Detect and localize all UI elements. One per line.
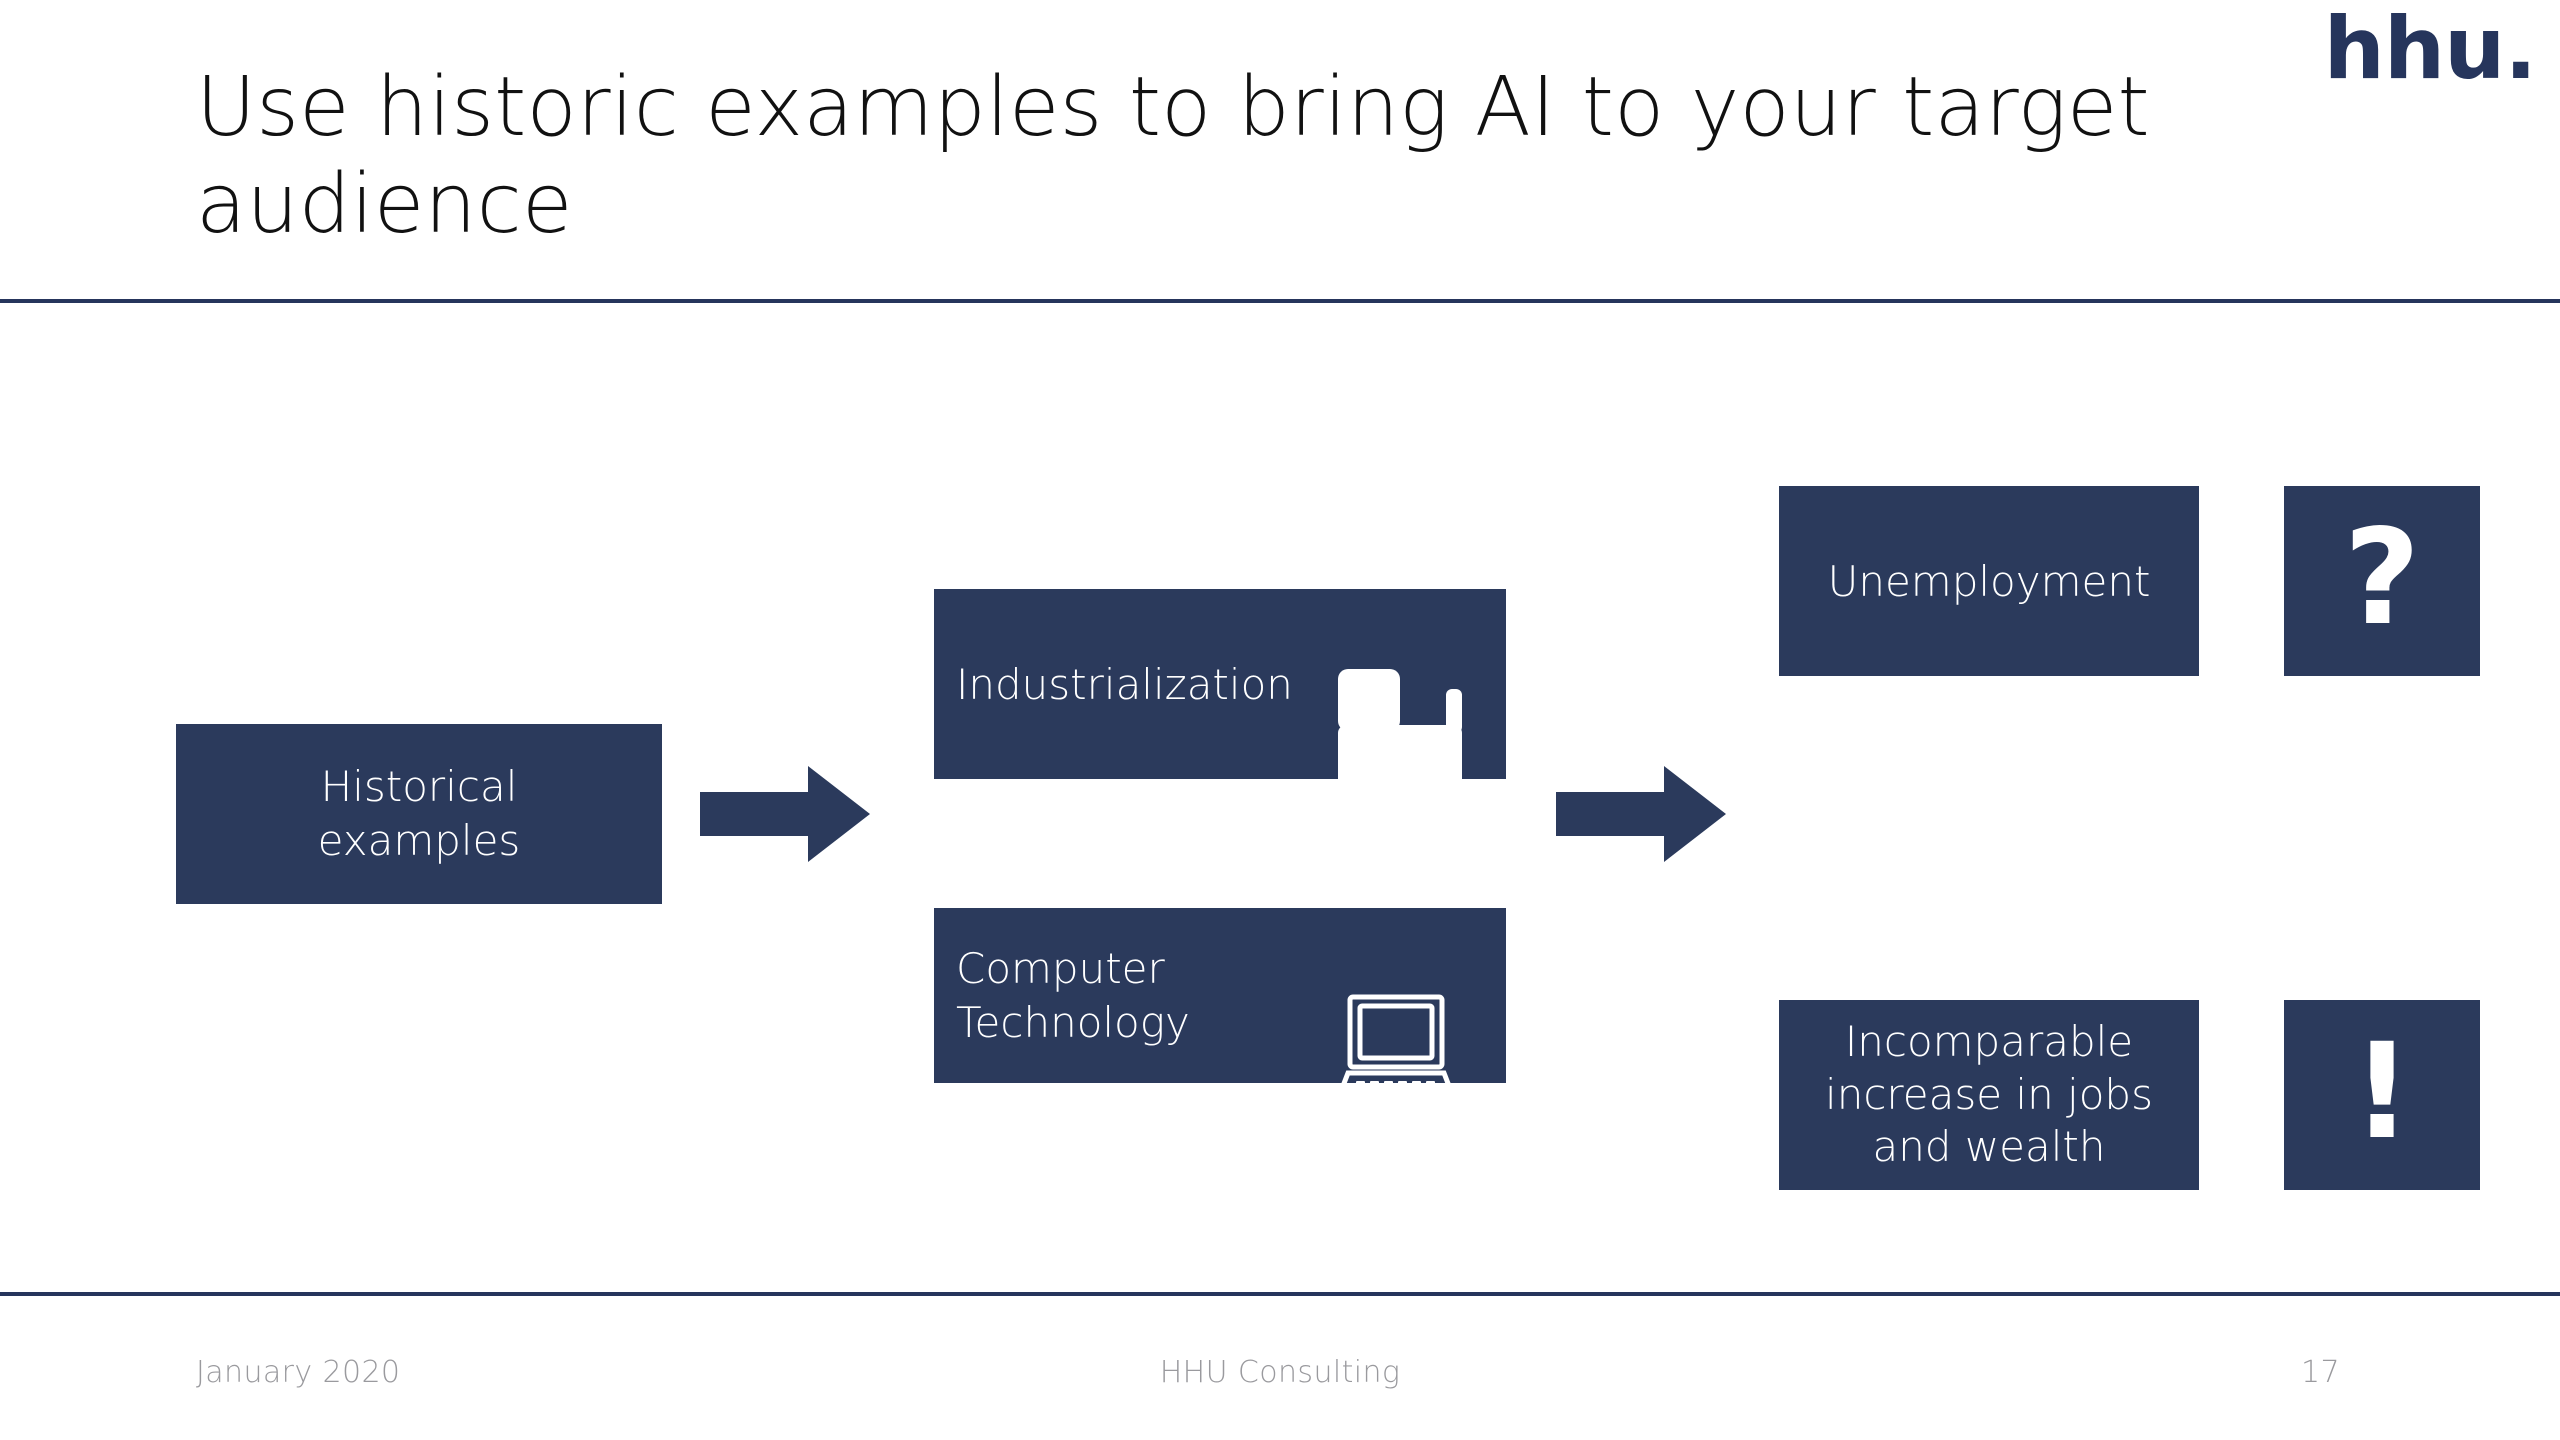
hhu-logo: hhu. xyxy=(2323,0,2537,99)
computer-technology-box[interactable]: Computer Technology xyxy=(934,908,1506,1102)
train-icon xyxy=(1330,614,1480,817)
exclamation-mark-icon: ! xyxy=(2351,1015,2413,1169)
industrialization-label: Industrialization xyxy=(956,659,1293,709)
footer-divider xyxy=(0,1292,2560,1296)
footer-date: January 2020 xyxy=(196,1355,401,1390)
page-title: Use historic examples to bring AI to you… xyxy=(196,60,2150,252)
computer-icon xyxy=(1334,940,1458,1102)
incomparable-increase-label: Incomparable increase in jobs and wealth xyxy=(1825,1017,2153,1172)
incomparable-increase-box[interactable]: Incomparable increase in jobs and wealth xyxy=(1779,1000,2199,1190)
question-mark-icon: ? xyxy=(2343,501,2421,655)
unemployment-label: Unemployment xyxy=(1827,556,2151,606)
flow-arrow-1-icon xyxy=(700,766,870,862)
historical-examples-box[interactable]: Historical examples xyxy=(176,724,662,904)
header-divider xyxy=(0,299,2560,303)
unemployment-box[interactable]: Unemployment xyxy=(1779,486,2199,676)
computer-technology-label: Computer Technology xyxy=(956,943,1190,1047)
footer-page-number: 17 xyxy=(2301,1355,2340,1390)
historical-examples-label: Historical examples xyxy=(317,762,521,865)
industrialization-box[interactable]: Industrialization xyxy=(934,589,1506,817)
footer-center-label: HHU Consulting xyxy=(1159,1355,1401,1390)
question-mark-box[interactable]: ? xyxy=(2284,486,2480,676)
flow-arrow-2-icon xyxy=(1556,766,1726,862)
exclamation-mark-box[interactable]: ! xyxy=(2284,1000,2480,1190)
